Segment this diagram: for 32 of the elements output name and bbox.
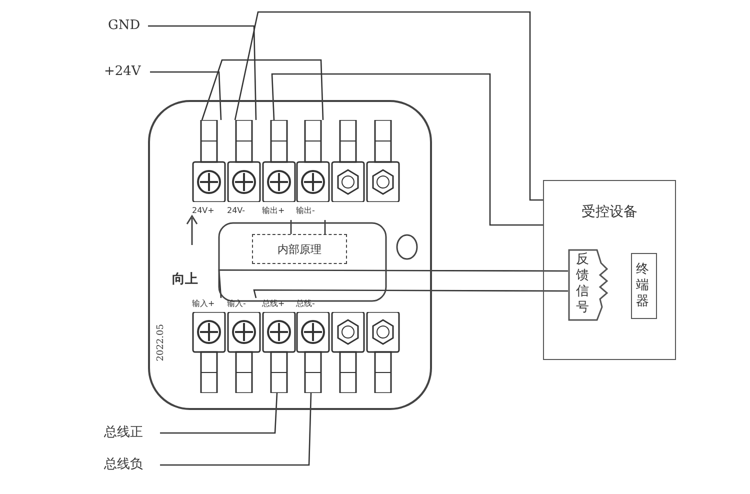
feedback-label: 反馈信号: [576, 252, 590, 316]
wire-label: +24V: [104, 64, 150, 80]
terminal-label: 输出-: [296, 206, 315, 216]
terminal-label: 输出+: [262, 206, 285, 216]
terminal-label: 输入+: [192, 299, 215, 309]
wire: [160, 392, 278, 434]
wire: [148, 25, 257, 120]
terminal-label: 24V+: [192, 206, 214, 216]
device-title: 受控设备: [580, 203, 638, 221]
wire: [253, 289, 568, 298]
wire: [234, 11, 543, 201]
terminal-label: 总线+: [262, 299, 285, 309]
terminator-box: [631, 253, 657, 319]
wire-label: GND: [108, 18, 148, 34]
terminal-label: 24V-: [227, 206, 246, 216]
wire: [201, 59, 324, 120]
wire-label: 总线负: [104, 457, 160, 473]
wire: [324, 220, 326, 234]
wire: [271, 73, 543, 226]
wire: [150, 71, 222, 120]
internal-circuit-box: 内部原理: [252, 234, 347, 264]
wire: [290, 220, 292, 234]
controlled-device-box: [543, 180, 676, 360]
wire: [160, 392, 312, 466]
date-code: 2022.05: [156, 324, 166, 362]
terminal-label: 总线-: [296, 299, 315, 309]
wire: [218, 269, 568, 298]
direction-text: 向上: [172, 271, 198, 288]
terminal-label: 输入-: [227, 299, 246, 309]
wire-label: 总线正: [104, 425, 160, 441]
terminator-label: 终端器: [636, 262, 650, 310]
module-body: [148, 100, 432, 410]
